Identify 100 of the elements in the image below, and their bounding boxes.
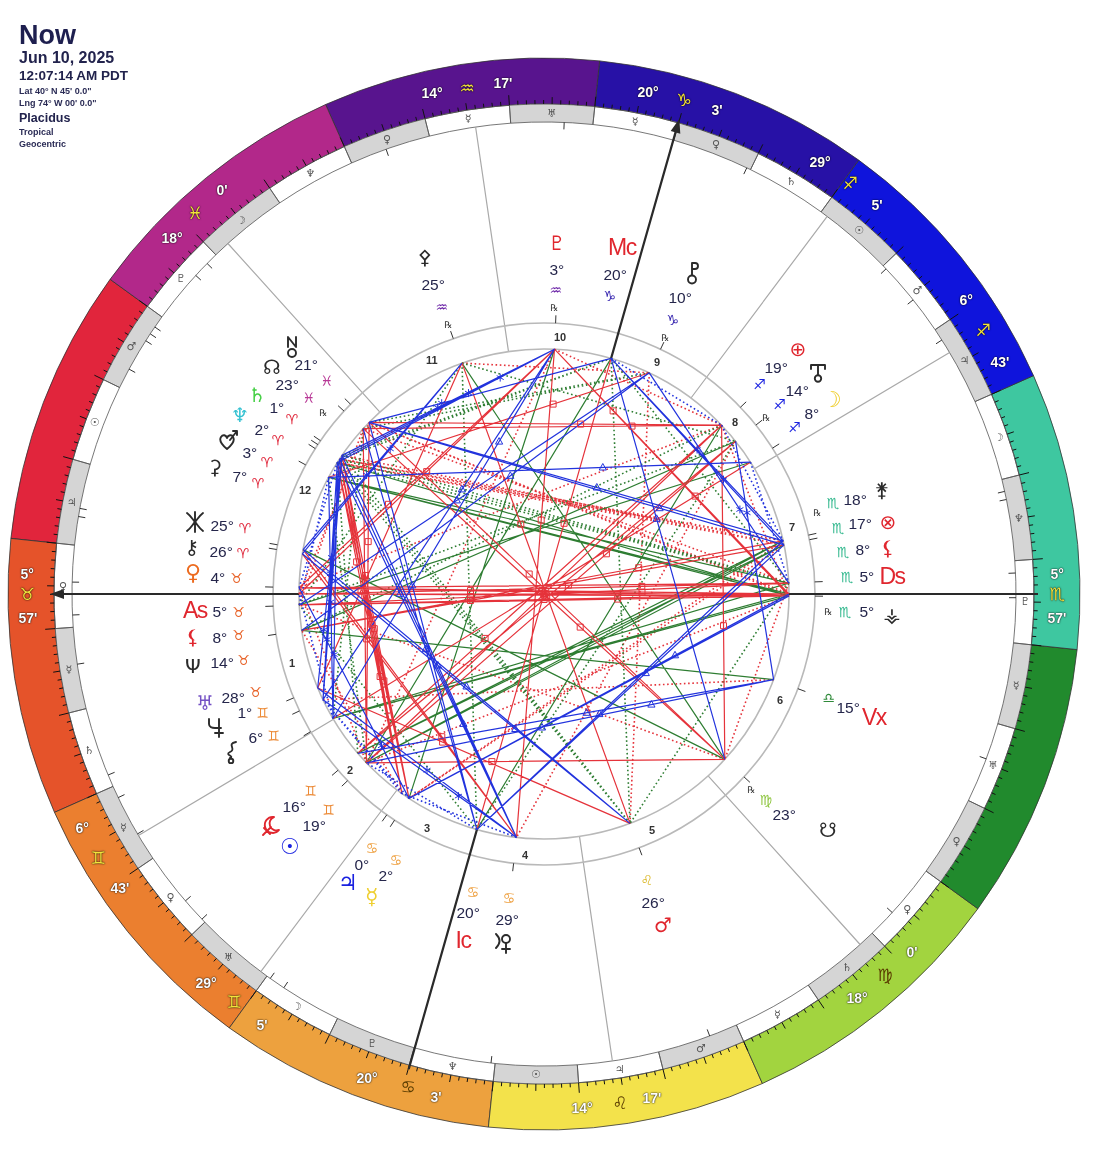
planet-glyph: ☉ — [280, 836, 300, 858]
angle-label: Vx — [862, 705, 886, 729]
sign-glyph: ♒ — [549, 283, 563, 297]
planet-degree: 5° — [859, 569, 875, 585]
cusp-degree: 6° — [75, 821, 89, 835]
house-number: 3 — [424, 822, 431, 834]
angle-label: Mc — [608, 235, 636, 259]
cusp-minutes: 43' — [110, 881, 130, 895]
angle-label: As — [183, 598, 207, 622]
cusp-sign-glyph: ♍ — [877, 966, 893, 984]
decan-glyph: ♆ — [1014, 512, 1024, 524]
cusp-minutes: 0' — [906, 945, 918, 959]
decan-glyph: ♇ — [367, 1037, 377, 1049]
sign-glyph: ♉ — [232, 605, 246, 619]
planet-glyph: ♆ — [231, 405, 249, 425]
retrograde-mark: ℞ — [813, 508, 822, 518]
cusp-degree: 14° — [571, 1101, 593, 1115]
planet-degree: 5° — [212, 604, 228, 620]
planet-glyph: ⚴ — [417, 247, 433, 267]
retrograde-mark: ℞ — [444, 320, 453, 330]
cusp-minutes: 43' — [990, 355, 1010, 369]
house-number: 9 — [654, 356, 661, 368]
house-number: 2 — [347, 764, 354, 776]
decan-glyph: ☉ — [854, 225, 865, 237]
decan-glyph: ♄ — [842, 962, 852, 974]
cusp-minutes: 5' — [871, 198, 883, 212]
sign-glyph: ♈ — [238, 521, 252, 535]
house-number: 4 — [522, 849, 529, 861]
planet-glyph: Ψ — [185, 656, 201, 676]
cusp-sign-glyph: ♊ — [226, 993, 242, 1011]
cusp-sign-glyph: ♓ — [187, 204, 203, 222]
cusp-sign-glyph: ♋ — [400, 1078, 416, 1096]
retrograde-mark: ℞ — [550, 303, 559, 313]
cusp-degree: 20° — [637, 85, 659, 99]
sign-glyph: ♊ — [256, 706, 270, 720]
chart-setting-text: Tropical — [19, 127, 54, 137]
retrograde-mark: ℞ — [319, 408, 328, 418]
sign-glyph: ♉ — [230, 571, 244, 585]
planet-degree: 14° — [210, 655, 234, 671]
decan-glyph: ♇ — [1019, 596, 1030, 608]
cusp-sign-glyph: ♐ — [842, 174, 858, 192]
planet-degree: 1° — [269, 400, 285, 416]
planet-glyph: ☽ — [822, 389, 842, 411]
planet-glyph: ⊗ — [879, 512, 897, 532]
sign-glyph: ♉ — [249, 685, 263, 699]
sign-glyph: ♋ — [466, 885, 480, 899]
cusp-sign-glyph: ♏ — [1049, 585, 1065, 603]
decan-glyph: ☽ — [291, 1001, 302, 1012]
decan-glyph: ♅ — [546, 107, 557, 119]
sign-glyph: ♍ — [759, 793, 773, 807]
planet-degree: 15° — [836, 700, 860, 716]
sign-glyph: ♉ — [232, 628, 246, 642]
planet-degree: 10° — [668, 290, 692, 306]
planet-degree: 8° — [212, 630, 228, 646]
sign-glyph: ♉ — [237, 653, 251, 667]
coordinates-text: Lng 74° W 00' 0.0" — [19, 98, 97, 108]
decan-glyph: ♃ — [66, 497, 77, 509]
sign-glyph: ♌ — [640, 873, 654, 887]
angle-label: Ic — [455, 928, 471, 952]
decan-glyph: ♀ — [383, 133, 392, 145]
planet-degree: 4° — [210, 570, 226, 586]
planet-glyph: ♄ — [248, 385, 266, 405]
decan-glyph: ☉ — [531, 1069, 541, 1081]
decan-glyph: ♄ — [786, 176, 797, 187]
sign-glyph: ♎ — [822, 691, 836, 705]
sign-glyph: ♋ — [365, 841, 379, 855]
house-number: 6 — [777, 694, 784, 706]
cusp-minutes: 3' — [430, 1090, 442, 1104]
planet-degree: 23° — [275, 377, 299, 393]
sign-glyph: ♑ — [603, 289, 617, 303]
planet-degree: 6° — [248, 730, 264, 746]
cusp-sign-glyph: ♊ — [90, 849, 106, 867]
chart-setting-text: Geocentric — [19, 139, 67, 149]
decan-glyph: ♂ — [912, 285, 923, 297]
planet-degree: 20° — [456, 905, 480, 921]
planet-degree: 18° — [843, 492, 867, 508]
decan-glyph: ♀ — [903, 903, 912, 915]
planet-degree: 20° — [603, 267, 627, 283]
house-number: 5 — [649, 824, 656, 836]
planet-degree: 25° — [210, 518, 234, 534]
decan-glyph: ♃ — [614, 1063, 625, 1075]
planet-glyph: ⚳ — [207, 457, 223, 477]
cusp-minutes: 5' — [256, 1018, 268, 1032]
decan-glyph: ♆ — [305, 168, 316, 179]
time-text: 12:07:14 AM PDT — [19, 69, 129, 83]
cusp-degree: 29° — [809, 155, 831, 169]
decan-glyph: ♆ — [447, 1060, 458, 1072]
retrograde-mark: ℞ — [661, 333, 670, 343]
date-text: Jun 10, 2025 — [19, 50, 115, 66]
cusp-degree: 14° — [421, 86, 443, 100]
house-number: 8 — [732, 416, 739, 428]
decan-glyph: ♄ — [84, 745, 95, 757]
planet-degree: 0° — [354, 857, 370, 873]
sign-glyph: ♓ — [320, 374, 334, 388]
cusp-minutes: 57' — [1047, 611, 1067, 625]
planet-degree: 7° — [232, 469, 248, 485]
planet-degree: 1° — [237, 705, 253, 721]
planet-degree: 2° — [254, 422, 270, 438]
cusp-degree: 18° — [846, 991, 868, 1005]
planet-glyph: ⚷ — [184, 537, 200, 557]
